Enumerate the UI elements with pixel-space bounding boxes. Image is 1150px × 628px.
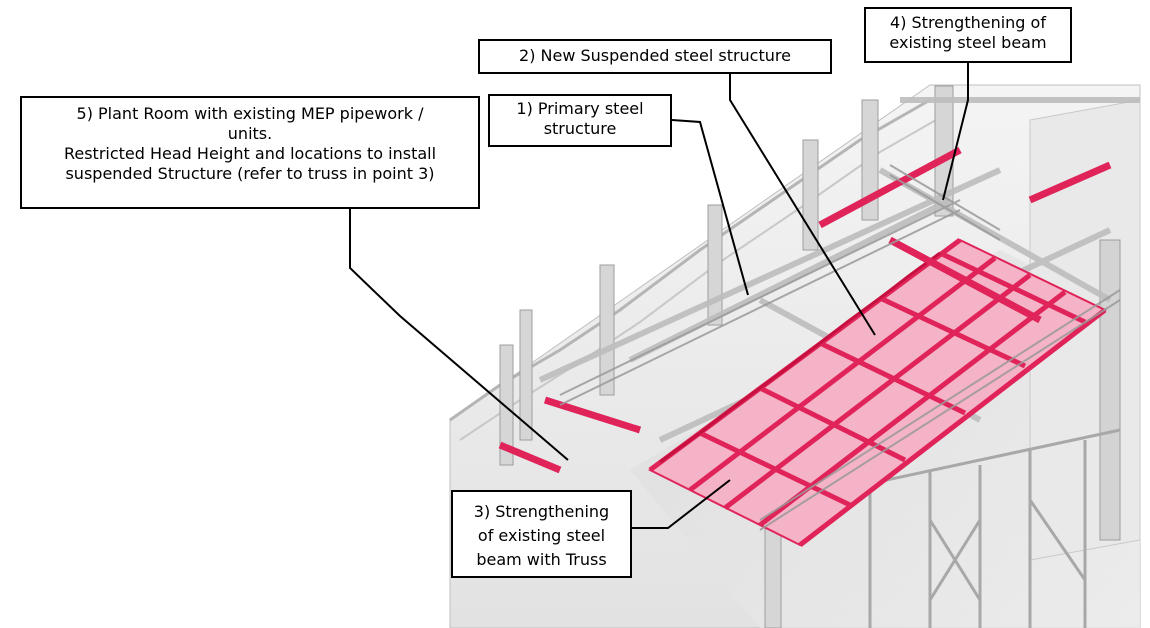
leader-line-3 bbox=[632, 479, 731, 529]
leader-lines bbox=[349, 62, 969, 529]
callout-plant-room: 5) Plant Room with existing MEP pipework… bbox=[20, 96, 480, 209]
callout-primary-steel: 1) Primary steel structure bbox=[488, 94, 672, 147]
column bbox=[1099, 239, 1121, 541]
leader-line-1 bbox=[671, 119, 749, 296]
leader-line-2 bbox=[729, 74, 876, 336]
ghost-beams bbox=[559, 164, 1121, 531]
callout-text: 4) Strengthening of bbox=[890, 13, 1046, 32]
leader-line-4 bbox=[942, 62, 969, 201]
column bbox=[707, 204, 723, 326]
callout-text: units. bbox=[227, 124, 273, 143]
callout-text: 5) Plant Room with existing MEP pipework… bbox=[76, 104, 424, 123]
callout-text: of existing steel bbox=[477, 526, 606, 545]
callout-text: 3) Strengthening bbox=[473, 502, 610, 521]
callout-strengthening-beam: 4) Strengthening of existing steel beam bbox=[864, 7, 1072, 63]
column bbox=[499, 344, 514, 466]
column bbox=[599, 264, 615, 396]
callout-suspended-steel: 2) New Suspended steel structure bbox=[478, 39, 832, 74]
leader-line-5 bbox=[349, 208, 569, 461]
callout-text: existing steel beam bbox=[889, 33, 1047, 52]
callout-text: 2) New Suspended steel structure bbox=[519, 46, 791, 65]
callout-text: beam with Truss bbox=[476, 550, 607, 569]
column bbox=[861, 99, 879, 221]
callout-text: 1) Primary steel bbox=[516, 99, 644, 118]
callout-text: suspended Structure (refer to truss in p… bbox=[65, 164, 435, 183]
new-steel bbox=[498, 146, 1112, 547]
callout-text: Restricted Head Height and locations to … bbox=[63, 144, 437, 163]
callout-text: structure bbox=[543, 119, 617, 138]
callout-truss: 3) Strengthening of existing steel beam … bbox=[451, 490, 632, 578]
truss-diagonals bbox=[659, 251, 941, 464]
column bbox=[519, 309, 533, 441]
column bbox=[802, 139, 819, 251]
